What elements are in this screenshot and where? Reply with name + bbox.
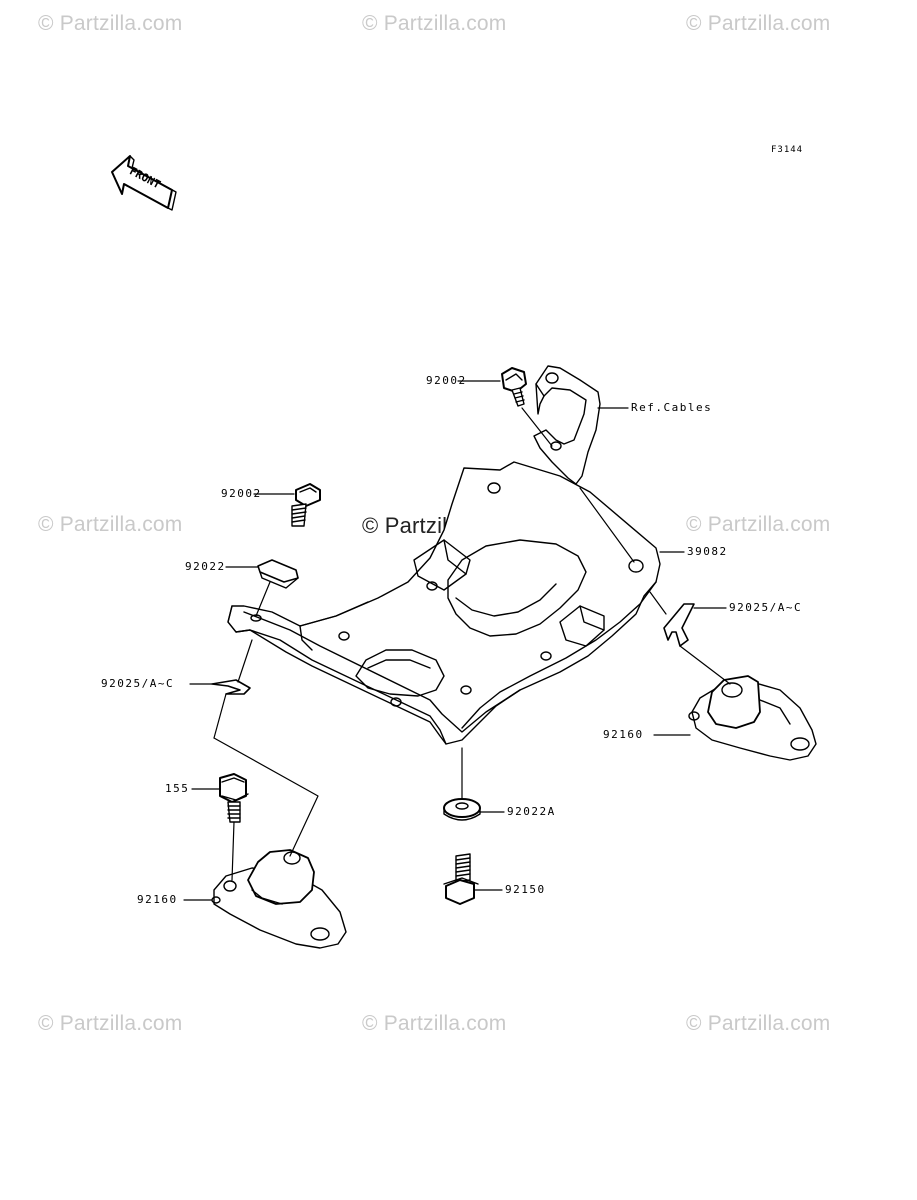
label-92025-left: 92025/A~C xyxy=(101,677,175,690)
bolt-92002-left xyxy=(291,483,321,527)
label-92022a: 92022A xyxy=(507,805,556,818)
label-92150: 92150 xyxy=(505,883,546,896)
clip-92025-right xyxy=(663,603,695,647)
label-92160-left: 92160 xyxy=(137,893,178,906)
mount-92160-left xyxy=(211,849,347,949)
watermark-top-center: © Partzilla.com xyxy=(362,12,507,35)
watermark-bottom-left: © Partzilla.com xyxy=(38,1012,183,1035)
figure-code: F3144 xyxy=(771,145,804,155)
clip-92025-left xyxy=(211,679,251,695)
washer-92022 xyxy=(257,559,299,589)
watermark-bottom-center: © Partzilla.com xyxy=(362,1012,507,1035)
label-92002-top: 92002 xyxy=(426,374,467,387)
label-39082: 39082 xyxy=(687,545,728,558)
label-92022: 92022 xyxy=(185,560,226,573)
bolt-92002-top xyxy=(501,367,527,407)
label-ref-cables: Ref.Cables xyxy=(631,401,713,414)
cable-bracket xyxy=(533,365,601,485)
watermark-top-right: © Partzilla.com xyxy=(686,12,831,35)
washer-92022a xyxy=(443,798,481,821)
label-92160-right: 92160 xyxy=(603,728,644,741)
leader-lines xyxy=(183,380,731,901)
label-92025-right: 92025/A~C xyxy=(729,601,803,614)
label-92002-left: 92002 xyxy=(221,487,262,500)
watermark-top-left: © Partzilla.com xyxy=(38,12,183,35)
bolt-92150 xyxy=(443,853,479,905)
watermark-mid-right: © Partzilla.com xyxy=(686,513,831,536)
bracket-plate xyxy=(227,461,661,745)
front-arrow-icon: FRONT xyxy=(111,155,177,211)
watermark-mid-left: © Partzilla.com xyxy=(38,513,183,536)
bolt-155 xyxy=(219,773,249,823)
mount-92160-right xyxy=(688,675,817,761)
label-155: 155 xyxy=(165,782,190,795)
watermark-bottom-right: © Partzilla.com xyxy=(686,1012,831,1035)
